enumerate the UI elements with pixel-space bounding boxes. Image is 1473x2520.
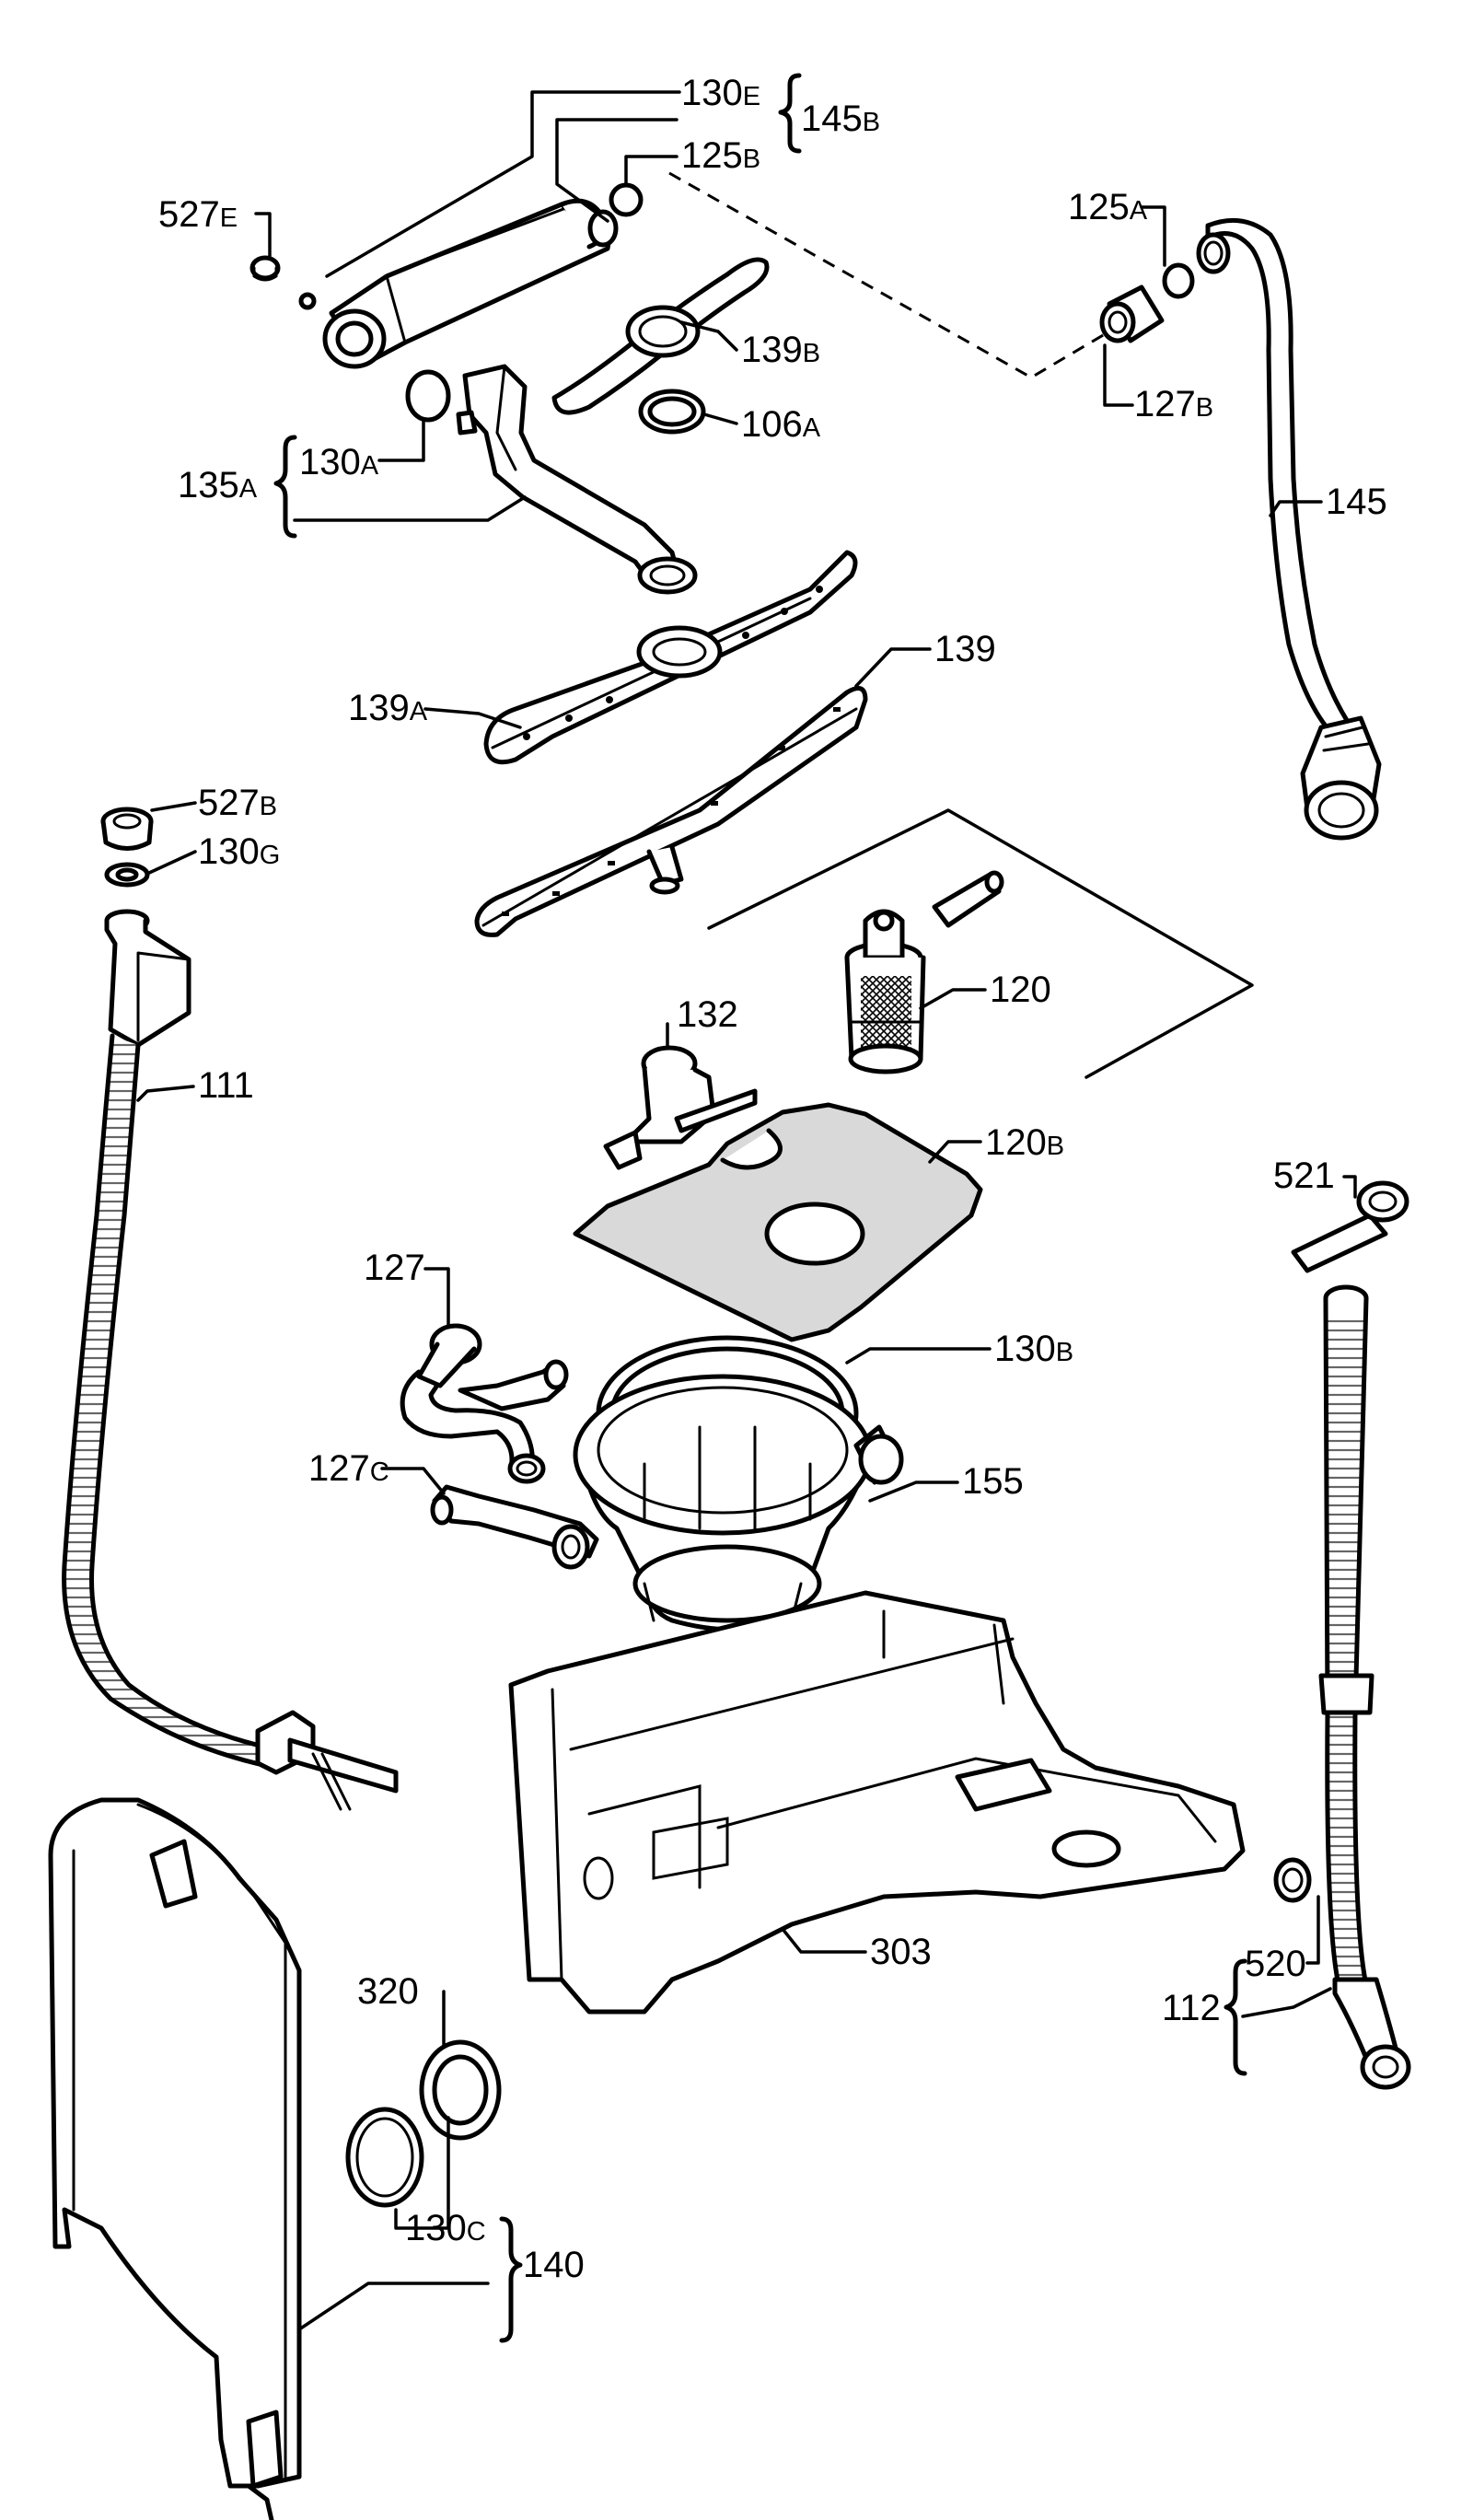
svg-text:130B: 130B [994, 1329, 1073, 1369]
svg-text:303: 303 [870, 1932, 932, 1972]
label-127B: 127B [1134, 384, 1213, 424]
label-120: 120 [990, 970, 1051, 1010]
label-130A: 130A [299, 442, 379, 482]
part-132 [603, 1045, 758, 1170]
nut-527b [100, 807, 154, 851]
label-127: 127 [364, 1248, 425, 1288]
filter-plate-120b [573, 1102, 983, 1342]
label-520: 520 [1245, 1944, 1306, 1984]
label-125B: 125B [681, 135, 760, 176]
label-125A: 125A [1068, 187, 1148, 227]
drain-hose-112 [1318, 1284, 1411, 2090]
label-521: 521 [1273, 1155, 1335, 1196]
spray-arm-139a [483, 550, 858, 765]
label-111: 111 [198, 1065, 254, 1106]
svg-text:127: 127 [364, 1248, 425, 1288]
label-320: 320 [357, 1971, 419, 2012]
svg-text:521: 521 [1273, 1155, 1335, 1196]
label-140: 140 [523, 2245, 585, 2285]
spray-arm-139 [474, 686, 868, 937]
connection-dashed-line [668, 171, 1110, 379]
svg-text:130G: 130G [198, 831, 280, 872]
svg-text:520: 520 [1245, 1944, 1306, 1984]
leader-lines [136, 90, 1357, 2331]
svg-text:527E: 527E [158, 194, 238, 235]
svg-text:145: 145 [1326, 482, 1387, 522]
label-527B: 527B [198, 783, 277, 823]
label-130G: 130G [198, 831, 280, 872]
drain-hose-127 [400, 1323, 569, 1484]
clip-521 [1291, 1180, 1409, 1273]
o-ring-125a [1162, 262, 1195, 299]
label-139B: 139B [741, 330, 820, 370]
label-145: 145 [1326, 482, 1387, 522]
svg-text:130E: 130E [681, 73, 760, 113]
tank-140 [48, 1797, 302, 2520]
label-145B: 145B [801, 99, 880, 139]
svg-text:127B: 127B [1134, 384, 1213, 424]
label-139: 139 [934, 629, 996, 669]
svg-text:125A: 125A [1068, 187, 1148, 227]
elbow-connector-127b [1099, 285, 1165, 343]
svg-text:130A: 130A [299, 442, 379, 482]
small-ring-130e [298, 292, 317, 310]
label-106A: 106A [741, 404, 821, 445]
svg-text:127C: 127C [308, 1448, 389, 1489]
ring-130c [345, 2107, 424, 2208]
inlet-hose-111 [62, 909, 399, 1811]
water-hose-145 [1196, 217, 1382, 841]
svg-text:130C: 130C [405, 2208, 486, 2248]
upper-spray-arm [551, 257, 770, 415]
filter-box-lines [707, 808, 1254, 1079]
washer-130g [104, 862, 150, 888]
svg-text:112: 112 [1162, 1988, 1221, 2028]
label-120B: 120B [985, 1122, 1064, 1163]
spray-arm-pipe [456, 364, 698, 595]
nut-106a [638, 389, 706, 435]
svg-text:140: 140 [523, 2245, 585, 2285]
braces [273, 73, 1247, 2343]
label-155: 155 [962, 1461, 1024, 1502]
svg-text:145B: 145B [801, 99, 880, 139]
o-ring-125b [609, 182, 644, 217]
svg-text:139: 139 [934, 629, 996, 669]
seal-320 [419, 2039, 502, 2141]
svg-text:139B: 139B [741, 330, 820, 370]
svg-text:125B: 125B [681, 135, 760, 176]
label-130B: 130B [994, 1329, 1073, 1369]
svg-text:155: 155 [962, 1461, 1024, 1502]
label-127C: 127C [308, 1448, 389, 1489]
label-130C: 130C [405, 2208, 486, 2248]
base-tub-303 [508, 1590, 1246, 2015]
label-132: 132 [677, 994, 738, 1035]
filter-120 [844, 870, 1004, 1074]
svg-text:132: 132 [677, 994, 738, 1035]
sump-housing-155 [573, 1374, 904, 1632]
svg-text:120: 120 [990, 970, 1051, 1010]
upper-spray-arm-pipe [322, 198, 619, 369]
svg-text:320: 320 [357, 1971, 419, 2012]
label-135A: 135A [178, 465, 258, 505]
label-527E: 527E [158, 194, 238, 235]
label-303: 303 [870, 1932, 932, 1972]
label-139A: 139A [348, 688, 428, 728]
svg-text:139A: 139A [348, 688, 428, 728]
drain-hose-127c [430, 1484, 599, 1570]
label-112: 112 [1162, 1988, 1221, 2028]
label-130E: 130E [681, 73, 760, 113]
seal-520 [1273, 1857, 1312, 1903]
svg-text:106A: 106A [741, 404, 821, 445]
svg-text:527B: 527B [198, 783, 277, 823]
nut-527e [249, 255, 281, 282]
o-ring-130a [405, 369, 451, 423]
svg-text:111: 111 [198, 1065, 254, 1106]
svg-text:135A: 135A [178, 465, 258, 505]
svg-text:120B: 120B [985, 1122, 1064, 1163]
